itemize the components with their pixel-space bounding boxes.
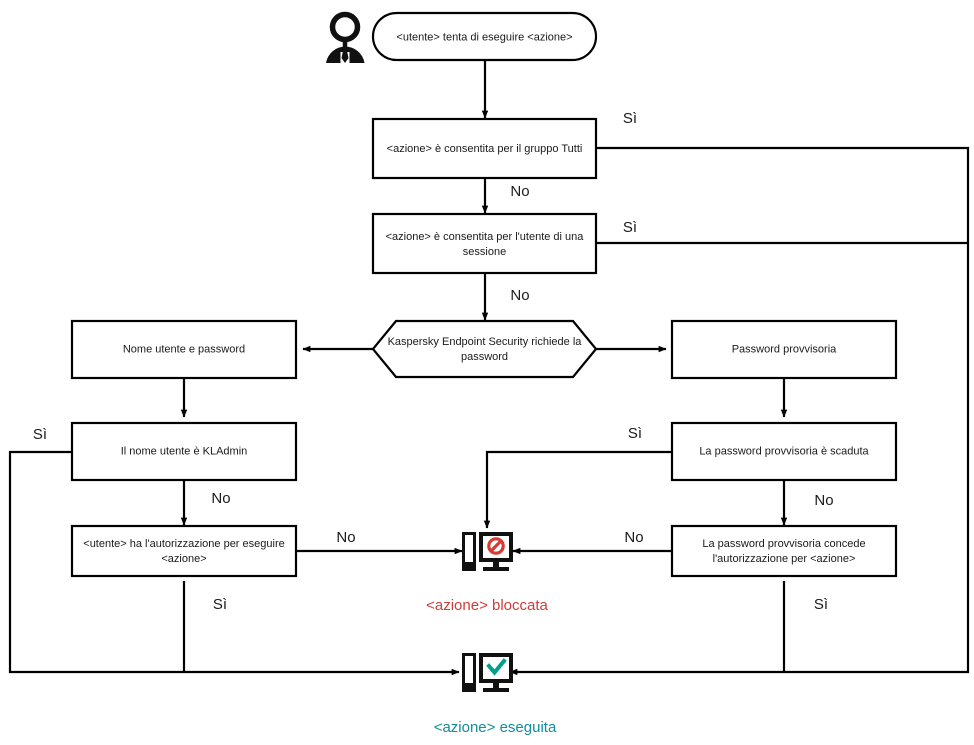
node-is-kladmin-label: Il nome utente è KLAdmin (121, 445, 248, 457)
edge-label-yes-all-group: Sì (623, 110, 637, 127)
node-temp-password-grants-label-line2: l'autorizzazione per <azione> (713, 553, 856, 565)
node-temporary-password-label: Password provvisoria (732, 343, 837, 355)
node-user-has-permission[interactable]: <utente> ha l'autorizzazione per eseguir… (70, 524, 298, 578)
node-temp-password-expired[interactable]: La password provvisoria è scaduta (670, 421, 898, 482)
node-temp-password-grants-label-line1: La password provvisoria concede (702, 538, 865, 550)
edge-label-yes-session-user: Sì (623, 219, 637, 236)
edge-label-yes-temp-expired: Sì (628, 425, 642, 442)
edge-all-group-yes (509, 146, 970, 676)
user-icon (326, 11, 365, 65)
edge-label-no-kladmin: No (211, 490, 230, 507)
node-user-has-permission-label-line2: <azione> (161, 553, 206, 565)
executed-label: <azione> eseguita (434, 719, 557, 736)
edge-label-yes-user-permission: Sì (213, 596, 227, 613)
node-kes-requests-password-label-line1: Kaspersky Endpoint Security richiede la (388, 336, 583, 348)
node-temp-password-expired-label: La password provvisoria è scaduta (699, 445, 869, 457)
node-temp-password-grants[interactable]: La password provvisoria concede l'autori… (670, 524, 898, 578)
blocked-label: <azione> bloccata (426, 597, 548, 614)
node-kes-requests-password[interactable]: Kaspersky Endpoint Security richiede la … (371, 319, 598, 379)
node-allowed-session-user[interactable]: <azione> è consentita per l'utente di un… (371, 212, 598, 275)
edge-label-yes-temp-grants: Sì (814, 596, 828, 613)
edge-label-no-temp-grants: No (624, 529, 643, 546)
edge-temp-expired-yes (483, 450, 672, 529)
edge-label-yes-kladmin: Sì (33, 426, 47, 443)
edge-kladmin-yes (8, 450, 460, 676)
node-allowed-session-user-label-line2: sessione (463, 246, 506, 258)
node-user-has-permission-label-line1: <utente> ha l'autorizzazione per eseguir… (83, 538, 284, 550)
node-start-label: <utente> tenta di eseguire <azione> (396, 31, 572, 43)
edge-label-no-user-permission: No (336, 529, 355, 546)
edge-label-no-temp-expired: No (814, 492, 833, 509)
node-start[interactable]: <utente> tenta di eseguire <azione> (371, 11, 598, 62)
node-username-password[interactable]: Nome utente e password (70, 319, 298, 380)
node-allowed-all-group[interactable]: <azione> è consentita per il gruppo Tutt… (371, 117, 598, 180)
edge-label-no-all-group: No (510, 183, 529, 200)
node-temporary-password[interactable]: Password provvisoria (670, 319, 898, 380)
node-allowed-session-user-label-line1: <azione> è consentita per l'utente di un… (386, 231, 585, 243)
monitor-blocked-icon (462, 532, 513, 571)
node-kes-requests-password-label-line2: password (461, 351, 508, 363)
node-is-kladmin[interactable]: Il nome utente è KLAdmin (70, 421, 298, 482)
monitor-check-icon (462, 653, 513, 692)
node-username-password-label: Nome utente e password (123, 343, 245, 355)
node-allowed-all-group-label: <azione> è consentita per il gruppo Tutt… (387, 143, 583, 155)
edge-label-no-session-user: No (510, 287, 529, 304)
